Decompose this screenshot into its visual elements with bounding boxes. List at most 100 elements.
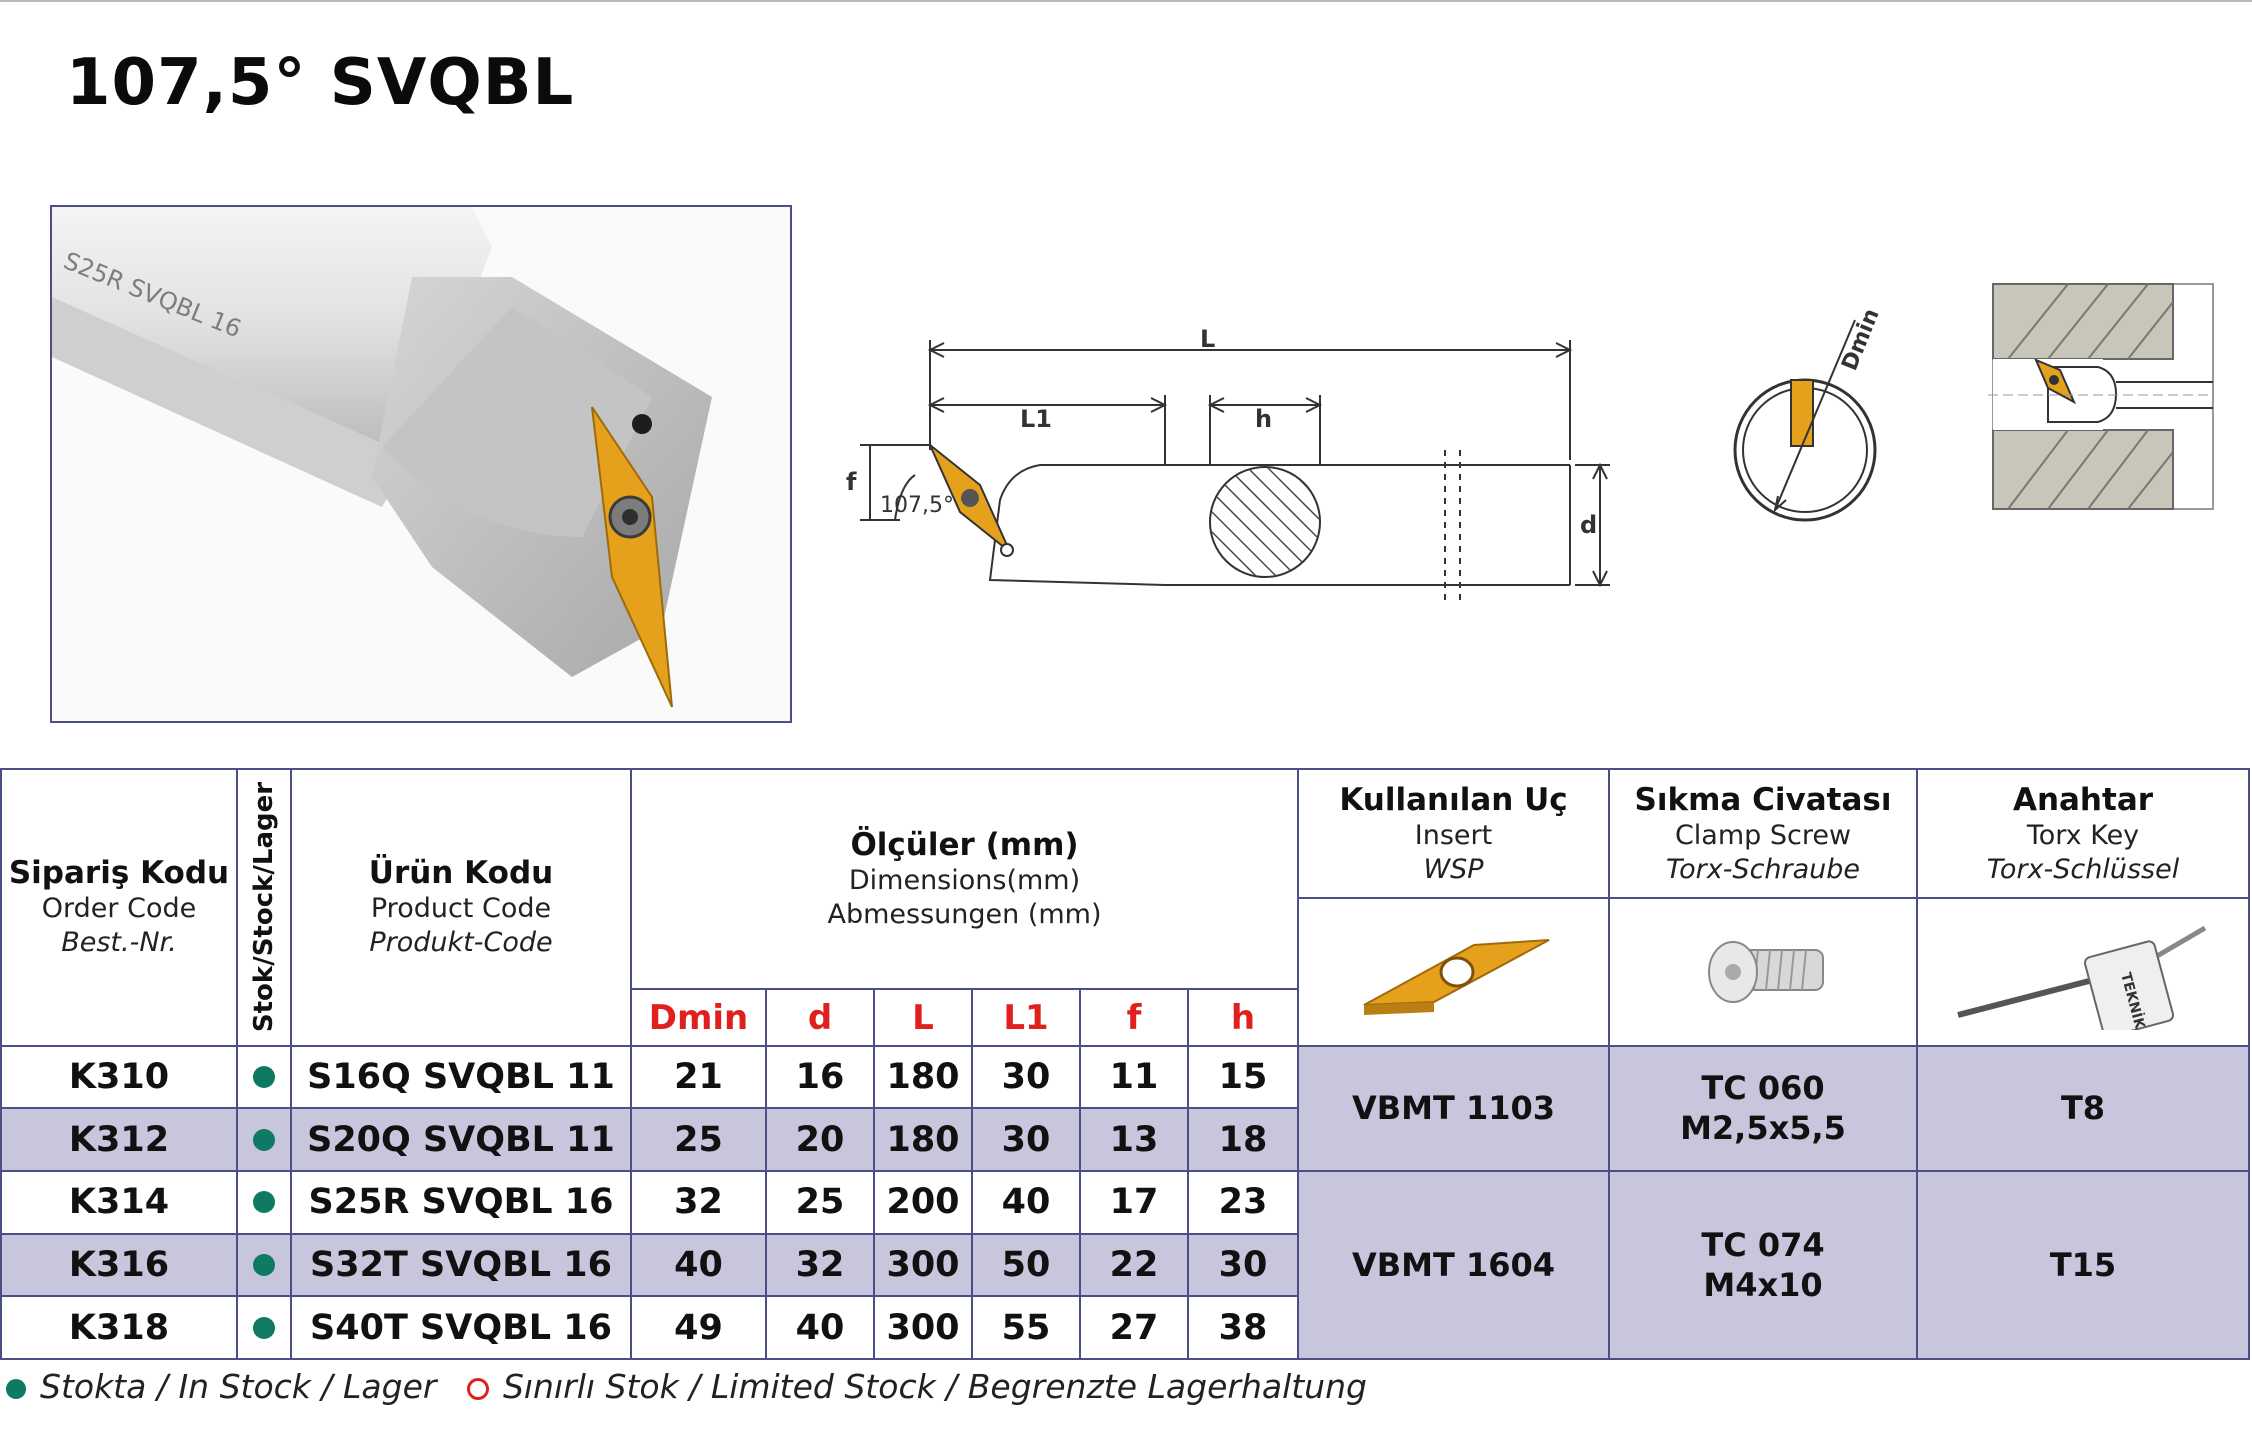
dim-header-h: h xyxy=(1187,988,1299,1047)
key-en: Torx Key xyxy=(2026,819,2140,851)
in-stock-legend-dot xyxy=(6,1378,26,1399)
label-L1: L1 xyxy=(1020,405,1052,433)
dim-cell: 40 xyxy=(765,1295,875,1360)
product-code-header: Ürün Kodu Product Code Produkt-Code xyxy=(290,768,632,1047)
table-row: K310 S16Q SVQBL 11 21 16 180 30 11 15 VB… xyxy=(0,1044,2250,1173)
order-code-cell: K312 xyxy=(0,1107,238,1173)
dim-cell: 50 xyxy=(971,1232,1081,1298)
order-code-cell: K316 xyxy=(0,1232,238,1298)
limited-stock-legend-text: Sınırlı Stok / Limited Stock / Begrenzte… xyxy=(502,1367,1367,1406)
in-stock-dot xyxy=(253,1253,275,1276)
dimensions-title: Ölçüler (mm) xyxy=(850,827,1079,864)
limited-stock-legend-ring xyxy=(466,1377,489,1400)
clamp-screw-title: Sıkma Civatası xyxy=(1634,781,1892,818)
key-header: Anahtar Torx Key Torx-Schlüssel xyxy=(1916,767,2250,900)
label-f: f xyxy=(846,468,857,496)
in-stock-dot xyxy=(253,1316,275,1339)
order-code-cell: K318 xyxy=(0,1295,238,1360)
stock-cell xyxy=(236,1044,292,1110)
dim-cell: 22 xyxy=(1079,1232,1189,1298)
dim-cell: 21 xyxy=(630,1044,767,1110)
clamp-screw-icon xyxy=(1708,941,1824,1004)
table-row: K312 S20Q SVQBL 11 25 20 180 30 13 18 xyxy=(0,1107,2249,1173)
label-L: L xyxy=(1200,325,1215,353)
order-code-header: Sipariş Kodu Order Code Best.-Nr. xyxy=(0,768,238,1047)
dim-cell: 15 xyxy=(1187,1044,1299,1110)
order-code-de: Best.-Nr. xyxy=(61,927,177,959)
dim-header-Dmin: Dmin xyxy=(630,988,767,1047)
dim-header-d: d xyxy=(765,988,875,1047)
order-code-cell: K314 xyxy=(0,1170,238,1235)
dim-header-f: f xyxy=(1079,988,1189,1047)
dim-cell: 55 xyxy=(971,1295,1081,1360)
product-code-cell: S25R SVQBL 16 xyxy=(290,1170,632,1235)
key-image-cell: TEKNİK xyxy=(1916,897,2250,1047)
dim-cell: 49 xyxy=(630,1295,767,1360)
product-code-en: Product Code xyxy=(370,893,552,925)
dim-cell: 38 xyxy=(1187,1295,1299,1360)
insert-icon xyxy=(1363,939,1549,1016)
insert-de: WSP xyxy=(1423,853,1484,885)
label-dmin: Dmin xyxy=(1837,305,1884,374)
order-code-en: Order Code xyxy=(41,893,197,925)
clamp-screw-en: Clamp Screw xyxy=(1674,819,1852,851)
key-title: Anahtar xyxy=(2012,781,2154,818)
table-row: K318 S40T SVQBL 16 49 40 300 55 27 38 xyxy=(0,1295,2249,1360)
product-code-cell: S16Q SVQBL 11 xyxy=(290,1044,632,1110)
top-rule xyxy=(0,0,2252,2)
clamp-screw-header: Sıkma Civatası Clamp Screw Torx-Schraube xyxy=(1608,767,1918,900)
clamp-screw-de: Torx-Schraube xyxy=(1665,853,1861,885)
dim-cell: 25 xyxy=(765,1170,875,1235)
in-stock-dot xyxy=(253,1128,275,1151)
stock-cell xyxy=(236,1107,292,1173)
dimensions-en: Dimensions(mm) xyxy=(848,865,1081,897)
table-row: K314 S25R SVQBL 16 32 25 200 40 17 23 VB… xyxy=(0,1170,2250,1360)
insert-image-cell xyxy=(1297,897,1610,1047)
product-code-cell: S20Q SVQBL 11 xyxy=(290,1107,632,1173)
stock-cell xyxy=(236,1170,292,1235)
in-stock-dot xyxy=(253,1066,275,1089)
dim-cell: 27 xyxy=(1079,1295,1189,1360)
dim-cell: 40 xyxy=(630,1232,767,1298)
product-code-cell: S32T SVQBL 16 xyxy=(290,1232,632,1298)
dimensions-de: Abmessungen (mm) xyxy=(827,899,1102,931)
dim-cell: 18 xyxy=(1187,1107,1299,1173)
stock-header: Stok/Stock/Lager xyxy=(236,768,292,1047)
spec-table: Sipariş Kodu Order Code Best.-Nr. Stok/S… xyxy=(0,767,2250,1360)
insert-title: Kullanılan Uç xyxy=(1339,781,1568,818)
stock-cell xyxy=(236,1295,292,1360)
dim-cell: 32 xyxy=(630,1170,767,1235)
clamp-screw-cell: TC 060 M2,5x5,5 xyxy=(1608,1044,1918,1173)
order-code-title: Sipariş Kodu xyxy=(8,855,230,892)
dim-header-L: L xyxy=(873,988,973,1047)
dim-cell: 25 xyxy=(630,1107,767,1173)
product-code-de: Produkt-Code xyxy=(369,927,553,959)
dim-cell: 30 xyxy=(971,1044,1081,1110)
dim-cell: 300 xyxy=(873,1295,973,1360)
label-d: d xyxy=(1580,511,1597,539)
torx-key-icon: TEKNİK xyxy=(1957,925,2207,1038)
product-code-title: Ürün Kodu xyxy=(368,855,554,892)
in-stock-dot xyxy=(253,1191,275,1214)
dimensions-header: Ölçüler (mm) Dimensions(mm) Abmessungen … xyxy=(630,767,1299,991)
dim-cell: 16 xyxy=(765,1044,875,1110)
clamp-screw-cell: TC 074 M4x10 xyxy=(1608,1170,1918,1360)
dim-cell: 180 xyxy=(873,1107,973,1173)
product-code-cell: S40T SVQBL 16 xyxy=(290,1295,632,1360)
dim-cell: 23 xyxy=(1187,1170,1299,1235)
bore-drawing xyxy=(1988,282,2218,516)
dim-cell: 32 xyxy=(765,1232,875,1298)
label-angle: 107,5° xyxy=(880,493,954,518)
dim-cell: 200 xyxy=(873,1170,973,1235)
dmin-drawing: Dmin xyxy=(1715,300,1885,534)
insert-en: Insert xyxy=(1414,819,1493,851)
dim-cell: 13 xyxy=(1079,1107,1189,1173)
dim-cell: 30 xyxy=(1187,1232,1299,1298)
page-title: 107,5° SVQBL xyxy=(66,46,575,120)
dim-cell: 180 xyxy=(873,1044,973,1110)
dim-cell: 300 xyxy=(873,1232,973,1298)
key-cell: T15 xyxy=(1916,1170,2250,1360)
dim-cell: 40 xyxy=(971,1170,1081,1235)
clamp-screw-size: M2,5x5,5 xyxy=(1680,1109,1846,1148)
stock-cell xyxy=(236,1232,292,1298)
